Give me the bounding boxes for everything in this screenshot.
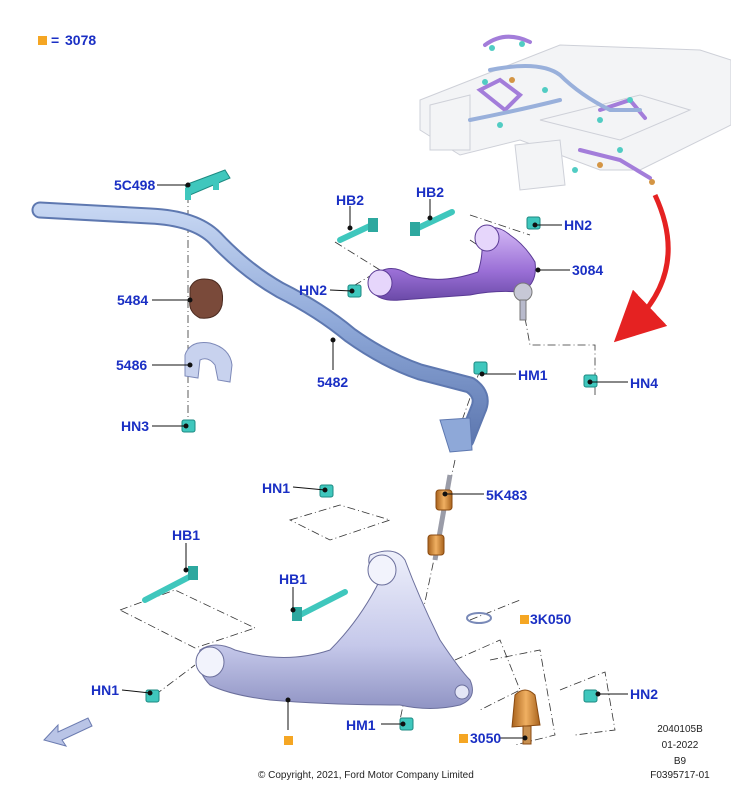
location-arrow: [613, 193, 671, 343]
callout-3k050[interactable]: 3K050: [530, 611, 572, 627]
callout-3050[interactable]: 3050: [470, 730, 502, 746]
stabilizer-link-5k483: [427, 474, 453, 561]
stabilizer-bar: [31, 201, 489, 449]
callout-hn2-top[interactable]: HN2: [564, 217, 593, 233]
callout-hb1-left[interactable]: HB1: [172, 527, 201, 543]
retaining-clip-3k050: [466, 612, 492, 624]
bolt-hb1-left: [142, 566, 198, 603]
callout-hn4[interactable]: HN4: [630, 375, 659, 391]
callout-5c498[interactable]: 5C498: [114, 177, 156, 193]
callout-hn1-top[interactable]: HN1: [262, 480, 291, 496]
drawing-revision: B9: [673, 756, 687, 767]
callout-hb2-left[interactable]: HB2: [336, 192, 365, 208]
bushing-5484: [189, 278, 223, 319]
legend-code: 3078: [65, 32, 97, 48]
callout-5486[interactable]: 5486: [116, 357, 148, 373]
nut-hn2-bottom: [583, 689, 598, 703]
callout-hn3[interactable]: HN3: [121, 418, 150, 434]
callout-hm1-top[interactable]: HM1: [518, 367, 548, 383]
callout-3084[interactable]: 3084: [572, 262, 604, 278]
callout-5484[interactable]: 5484: [117, 292, 149, 308]
callout-5482[interactable]: 5482: [317, 374, 349, 390]
copyright-notice: © Copyright, 2021, Ford Motor Company Li…: [258, 770, 474, 781]
callout-hb1-right[interactable]: HB1: [279, 571, 308, 587]
figure-id: F0395717-01: [650, 770, 710, 781]
clamp-5486: [184, 342, 233, 383]
lower-control-arm: [195, 550, 473, 709]
drawing-date: 01-2022: [661, 740, 699, 751]
drawing-number: 2040105B: [657, 724, 703, 735]
callout-hm1-bottom[interactable]: HM1: [346, 717, 376, 733]
callout-hn2-mid[interactable]: HN2: [299, 282, 328, 298]
bolt-hb2-left: [337, 218, 378, 243]
ball-joint-3050: [511, 689, 541, 745]
callout-hn2-bottom[interactable]: HN2: [630, 686, 659, 702]
callout-leaders: [121, 182, 628, 741]
marker-square-3050: [459, 734, 468, 743]
callout-hn1-bottom[interactable]: HN1: [91, 682, 120, 698]
marker-square-lower-arm: [284, 736, 293, 745]
frame-overview-illustration: [419, 34, 731, 191]
marker-square-3k050: [520, 615, 529, 624]
upper-control-arm: [367, 224, 536, 321]
legend-equals: =: [51, 32, 60, 48]
bracket-5c498: [184, 169, 231, 200]
callout-hb2-right[interactable]: HB2: [416, 184, 445, 200]
callout-5k483[interactable]: 5K483: [486, 487, 528, 503]
bolt-hb2-right: [410, 209, 455, 236]
front-direction-arrow: [43, 717, 93, 747]
legend-marker-square: [38, 36, 47, 45]
bolt-hb1-right: [292, 589, 348, 621]
